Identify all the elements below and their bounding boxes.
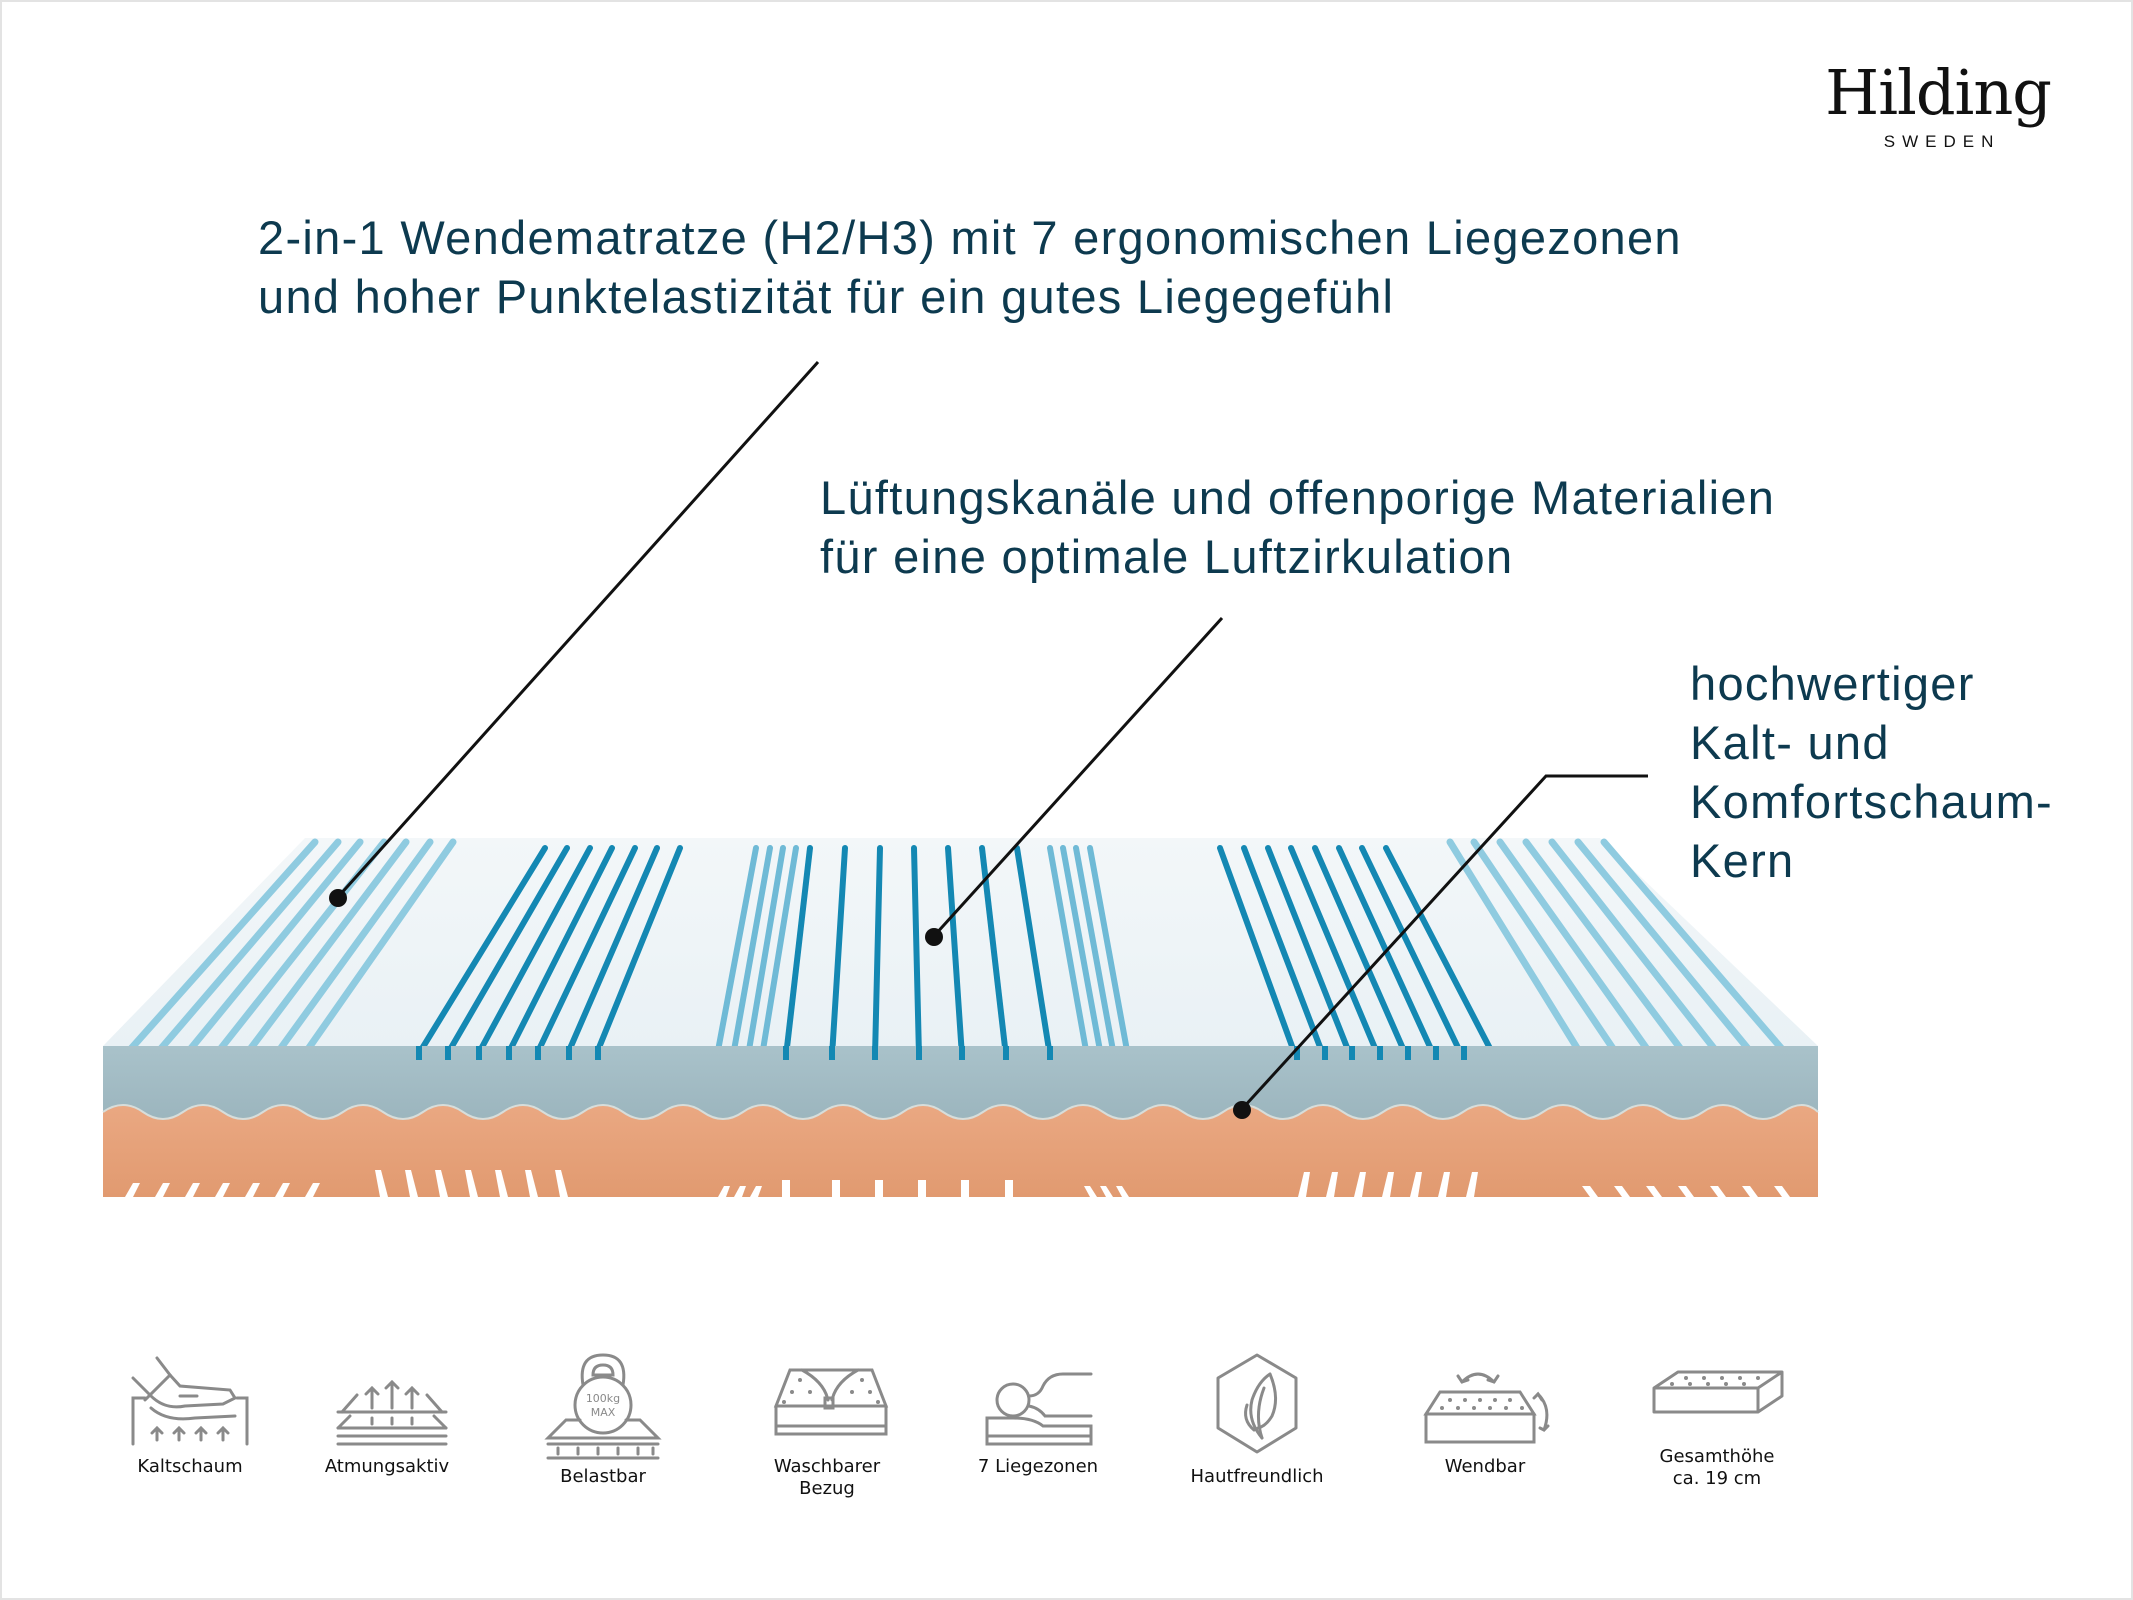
leader-lines <box>336 360 1648 1111</box>
feature-label: Waschbarer Bezug <box>773 1456 881 1499</box>
ventilation-channels-zone6 <box>1217 845 1499 1063</box>
leader-line-ventilation <box>932 616 1224 938</box>
cold-foam-icon <box>131 1356 249 1446</box>
callout-line: für eine optimale Luftzirkulation <box>820 530 1514 583</box>
ventilation-channels-zone5 <box>1047 845 1131 1059</box>
feature-belastbar: 100kg MAX Belastbar <box>503 1350 703 1488</box>
feature-label: 7 Liegezonen <box>977 1456 1099 1477</box>
leader-dots <box>329 889 1251 1119</box>
skin-friendly-icon <box>1216 1353 1298 1454</box>
core-bottom-cuts <box>125 1170 1790 1197</box>
ventilation-channels-zone2 <box>412 845 683 1063</box>
mattress-top-surface <box>103 838 1818 1063</box>
feature-gesamthoehe: Gesamthöhe ca. 19 cm <box>1617 1350 1817 1490</box>
mattress-core-layer <box>102 1104 1819 1197</box>
ventilation-channels-left <box>124 838 457 1056</box>
feature-label: Kaltschaum <box>137 1456 243 1477</box>
leader-line-top-layer <box>336 360 820 899</box>
brand-logo: Hilding SWEDEN <box>1825 56 2052 152</box>
feature-wendbar: Wendbar <box>1385 1350 1585 1478</box>
sleep-zones-icon <box>985 1372 1093 1446</box>
weight-text: MAX <box>591 1406 616 1419</box>
feature-label: Gesamthöhe ca. 19 cm <box>1659 1446 1775 1489</box>
leader-dot-top-layer <box>329 889 347 907</box>
callout-line: hochwertiger <box>1690 657 1975 710</box>
feature-kaltschaum: Kaltschaum <box>90 1350 290 1478</box>
callout-ventilation: Lüftungskanäle und offenporige Materiali… <box>820 468 1775 586</box>
breathable-icon <box>336 1379 448 1446</box>
feature-label: Wendbar <box>1444 1456 1526 1477</box>
leader-dot-core <box>1233 1101 1251 1119</box>
callout-line: Kalt- und <box>1690 716 1890 769</box>
leader-dot-ventilation <box>925 928 943 946</box>
ventilation-channels-zone3 <box>714 845 799 1059</box>
callout-line: und hoher Punktelastizität für ein gutes… <box>258 270 1395 323</box>
callout-core: hochwertiger Kalt- und Komfortschaum- Ke… <box>1690 654 2053 890</box>
feature-7-liegezonen: 7 Liegezonen <box>938 1350 1138 1478</box>
weight-text: 100kg <box>586 1392 620 1405</box>
brand-name: Hilding <box>1825 56 2052 129</box>
ventilation-channels-center <box>783 845 1053 1059</box>
feature-waschbarer-bezug: Waschbarer Bezug <box>727 1350 927 1500</box>
total-height-icon <box>1652 1370 1784 1414</box>
weight-capacity-icon: 100kg MAX <box>544 1353 662 1460</box>
feature-label: Atmungsaktiv <box>324 1456 450 1477</box>
feature-icons-row: Kaltschaum Atmungsaktiv <box>90 1350 1840 1530</box>
feature-label: Hautfreundlich <box>1190 1466 1324 1487</box>
brand-tagline: SWEDEN <box>1883 132 2001 151</box>
channel-notches <box>416 1046 1467 1060</box>
reversible-icon <box>1423 1372 1550 1444</box>
washable-cover-icon <box>773 1368 889 1436</box>
ventilation-channels-right <box>1446 838 1792 1060</box>
callout-line: 2-in-1 Wendematratze (H2/H3) mit 7 ergon… <box>258 211 1682 264</box>
feature-hautfreundlich: Hautfreundlich <box>1157 1350 1357 1488</box>
callout-line: Komfortschaum- <box>1690 775 2053 828</box>
feature-label: Belastbar <box>560 1466 646 1487</box>
leader-line-core <box>1240 774 1648 1111</box>
feature-atmungsaktiv: Atmungsaktiv <box>287 1350 487 1478</box>
callout-line: Kern <box>1690 834 1795 887</box>
callout-line: Lüftungskanäle und offenporige Materiali… <box>820 471 1776 524</box>
callout-top-layer: 2-in-1 Wendematratze (H2/H3) mit 7 ergon… <box>258 208 1682 326</box>
